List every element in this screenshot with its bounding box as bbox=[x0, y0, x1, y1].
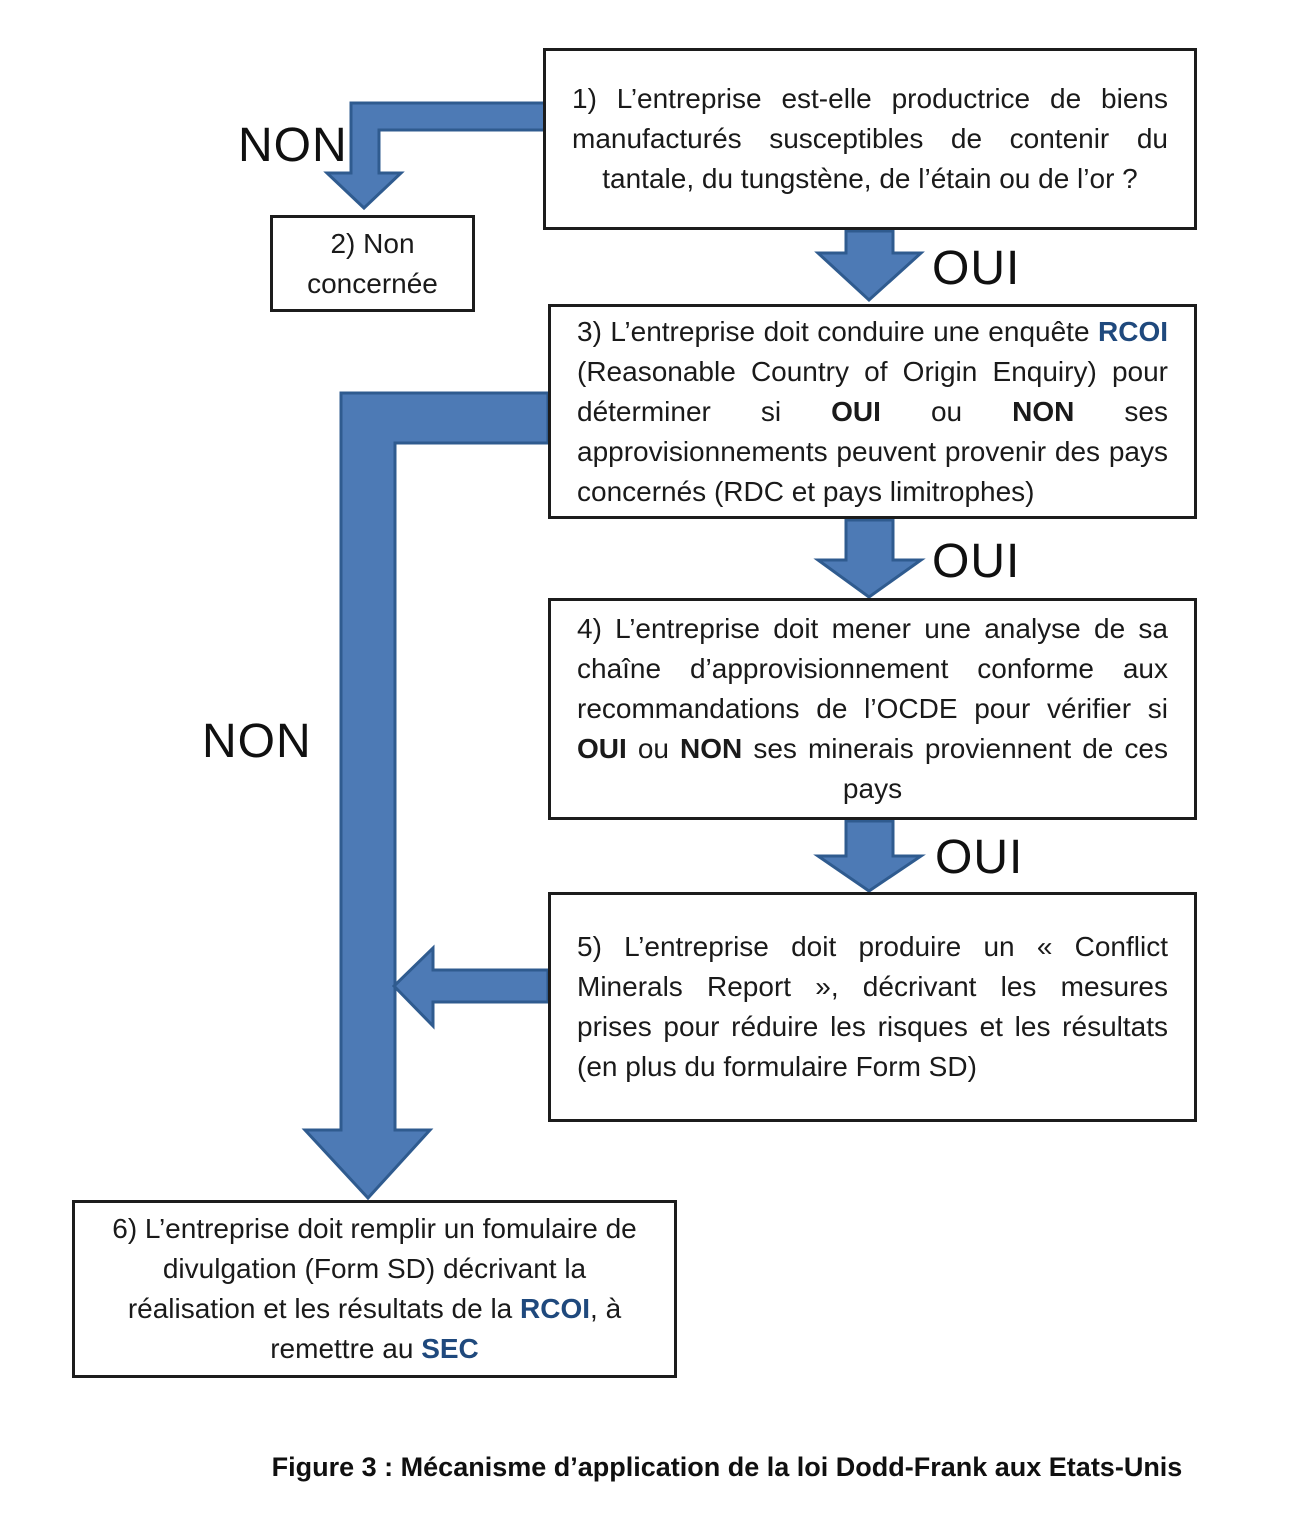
label-non-left: NON bbox=[202, 715, 312, 768]
label-oui-3: OUI bbox=[935, 831, 1024, 884]
arrow-box5-to-non-line bbox=[391, 944, 550, 1030]
flow-box-6-form-sd-sec: 6) L’entreprise doit remplir un fomulair… bbox=[72, 1200, 677, 1378]
flow-box-3-rcoi-enquiry: 3) L’entreprise doit conduire une enquêt… bbox=[548, 304, 1197, 519]
figure-caption: Figure 3 : Mécanisme d’application de la… bbox=[271, 1452, 1183, 1482]
non-arrow-top bbox=[323, 101, 547, 211]
label-oui-1: OUI bbox=[932, 242, 1021, 295]
flow-box-2-not-concerned: 2) Non concernée bbox=[270, 215, 475, 312]
oui-arrow-3 bbox=[813, 819, 926, 893]
non-arrow-long bbox=[301, 391, 550, 1201]
label-non-top: NON bbox=[238, 119, 348, 172]
oui-arrow-1 bbox=[814, 229, 925, 303]
label-oui-2: OUI bbox=[932, 535, 1021, 588]
flow-box-5-conflict-minerals-report: 5) L’entreprise doit produire un « Confl… bbox=[548, 892, 1197, 1122]
flow-box-1-question-producer: 1) L’entreprise est-elle productrice de … bbox=[543, 48, 1197, 230]
oui-arrow-2 bbox=[813, 518, 926, 599]
flow-box-4-ocde-analysis: 4) L’entreprise doit mener une analyse d… bbox=[548, 598, 1197, 820]
